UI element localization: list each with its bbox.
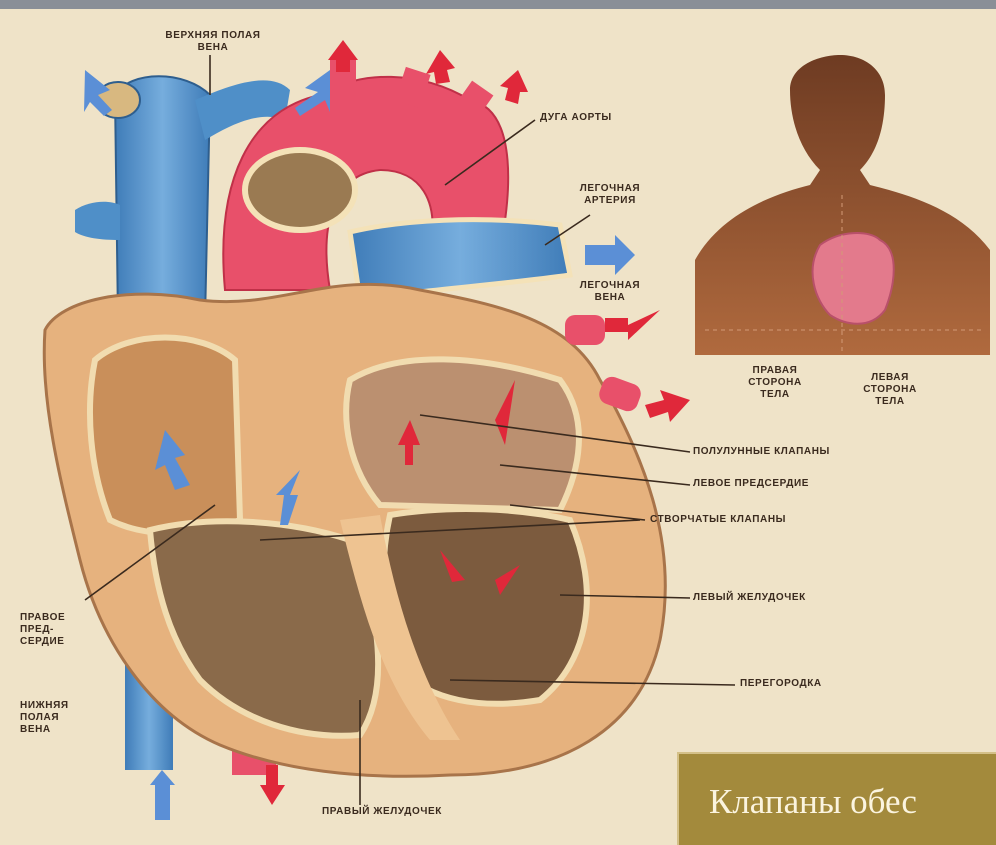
pulmonary-vein-upper [565,315,605,345]
label-septum: ПЕРЕГОРОДКА [740,678,822,690]
label-semilunar-valves: ПОЛУЛУННЫЕ КЛАПАНЫ [693,446,830,458]
silhouette-heart [813,233,894,324]
label-left-atrium: ЛЕВОЕ ПРЕДСЕРДИЕ [693,478,809,490]
caption-text: Клапаны обес [709,782,917,822]
slide-caption: Клапаны обес [677,752,996,845]
label-right-ventricle: ПРАВЫЙ ЖЕЛУДОЧЕК [322,806,442,818]
aorta-cutaway [245,150,355,230]
svc-branch-left [75,202,120,240]
label-aortic-arch: ДУГА АОРТЫ [540,112,612,124]
body-silhouette [695,55,990,355]
label-left-ventricle: ЛЕВЫЙ ЖЕЛУДОЧЕК [693,592,806,604]
label-leaflet-valves: СТВОРЧАТЫЕ КЛАПАНЫ [650,514,786,526]
left-atrium-chamber [346,359,579,510]
